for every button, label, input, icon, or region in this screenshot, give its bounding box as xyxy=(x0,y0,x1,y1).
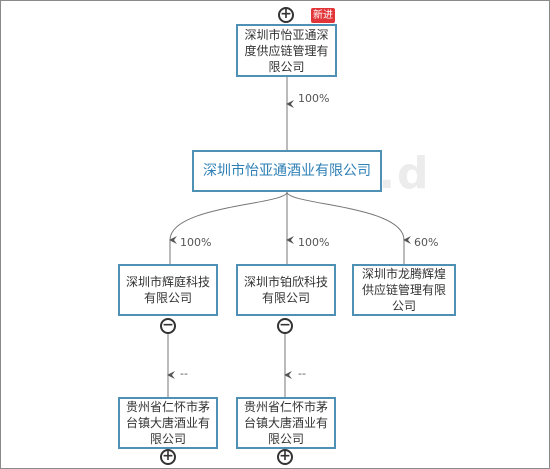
edge-root-child3 xyxy=(286,191,412,244)
edge-label-root-child2: 100% xyxy=(298,236,330,249)
new-badge: 新进 xyxy=(311,8,335,23)
node-child-boxin[interactable]: 深圳市铂欣科技有限公司 xyxy=(236,264,336,316)
expand-grand1-toggle[interactable]: + xyxy=(160,449,176,465)
expand-top-toggle[interactable]: + xyxy=(278,7,294,23)
node-child-huiting[interactable]: 深圳市辉庭科技有限公司 xyxy=(118,264,218,316)
edge-label-top-root: 100% xyxy=(298,92,330,105)
node-child-longteng[interactable]: 深圳市龙腾辉煌供应链管理有限公司 xyxy=(352,264,456,316)
node-grandchild-datang-2[interactable]: 贵州省仁怀市茅台镇大唐酒业有限公司 xyxy=(236,397,336,449)
edge-label-child1-grand1: -- xyxy=(180,367,188,380)
node-top-shareholder[interactable]: 深圳市怡亚通深度供应链管理有限公司 xyxy=(236,24,337,77)
collapse-child2-toggle[interactable]: − xyxy=(277,318,293,334)
edge-root-child1 xyxy=(169,191,288,245)
collapse-child1-toggle[interactable]: − xyxy=(160,318,176,334)
node-grandchild-datang-1[interactable]: 贵州省仁怀市茅台镇大唐酒业有限公司 xyxy=(118,397,218,449)
expand-grand2-toggle[interactable]: + xyxy=(277,449,293,465)
edge-label-child2-grand2: -- xyxy=(298,367,306,380)
edge-label-root-child3: 60% xyxy=(414,236,439,249)
node-root-company[interactable]: 深圳市怡亚通酒业有限公司 xyxy=(192,150,382,192)
edge-label-root-child1: 100% xyxy=(180,236,212,249)
